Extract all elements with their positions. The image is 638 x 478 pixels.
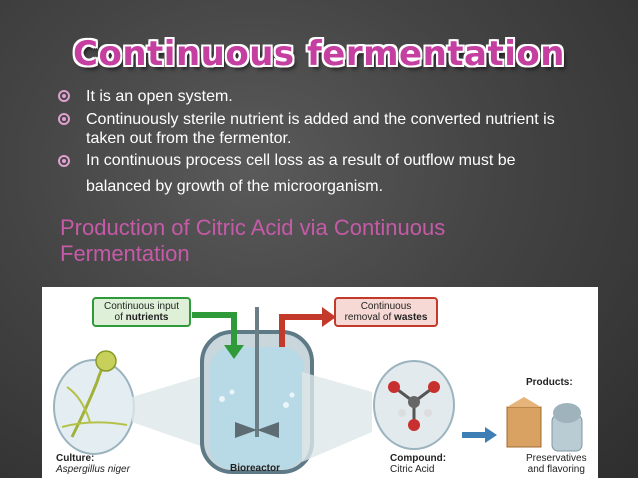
citric-acid-molecule-icon (373, 360, 455, 450)
bullet-text: It is an open system. (86, 88, 233, 105)
preservative-carton-icon (506, 397, 542, 448)
bullet-icon (58, 155, 70, 167)
output-label-prefix: removal of (344, 312, 395, 323)
products-label: Preservatives and flavoring (526, 453, 587, 475)
subheading: Production of Citric Acid via Continuous… (60, 215, 446, 266)
bioreactor-tank-icon (200, 307, 314, 474)
products-line2: and flavoring (527, 464, 585, 475)
culture-magnified-icon (53, 350, 135, 455)
bullet-icon (58, 113, 70, 125)
compound-name: Citric Acid (390, 464, 435, 475)
bullet-item: In continuous process cell loss as a res… (58, 148, 578, 200)
bioreactor-figure: Continuous input of nutrients Continuous… (42, 287, 598, 478)
culture-label: Culture: Aspergillus niger (56, 453, 130, 475)
input-arrow-icon (192, 312, 237, 347)
input-label-line2: of nutrients (94, 312, 189, 323)
bullet-item: Continuously sterile nutrient is added a… (58, 110, 578, 148)
products-line1: Preservatives (526, 453, 587, 464)
culture-organism: Aspergillus niger (56, 464, 130, 475)
compound-heading: Compound: (390, 453, 447, 464)
figure-drawing (53, 307, 583, 474)
input-label-bold: nutrients (125, 312, 169, 323)
compound-label: Compound: Citric Acid (390, 453, 446, 475)
bullet-icon (58, 90, 70, 102)
input-label-box: Continuous input of nutrients (92, 297, 191, 327)
output-label-line2: removal of wastes (336, 312, 436, 323)
bullet-text: Continuously sterile nutrient is added a… (86, 111, 555, 147)
products-heading: Products: (526, 377, 573, 388)
bioreactor-label: Bioreactor (230, 463, 280, 474)
bullet-text: In continuous process cell loss as a res… (86, 152, 516, 195)
bioreactor-label-text: Bioreactor (230, 463, 281, 474)
bullet-list: It is an open system. Continuously steri… (58, 87, 578, 204)
bullet-item: It is an open system. (58, 87, 578, 106)
input-label-prefix: of (114, 312, 126, 323)
products-heading-text: Products: (526, 377, 573, 388)
culture-heading: Culture: (56, 453, 95, 464)
slide-title: Continuous fermentation (73, 34, 565, 74)
output-arrow-icon (279, 314, 324, 347)
input-label-line1: Continuous input (103, 301, 180, 312)
output-label-line1: Continuous (360, 301, 412, 312)
output-label-bold: wastes (394, 312, 428, 323)
salt-shaker-icon (551, 403, 583, 452)
output-label-box: Continuous removal of wastes (334, 297, 438, 327)
